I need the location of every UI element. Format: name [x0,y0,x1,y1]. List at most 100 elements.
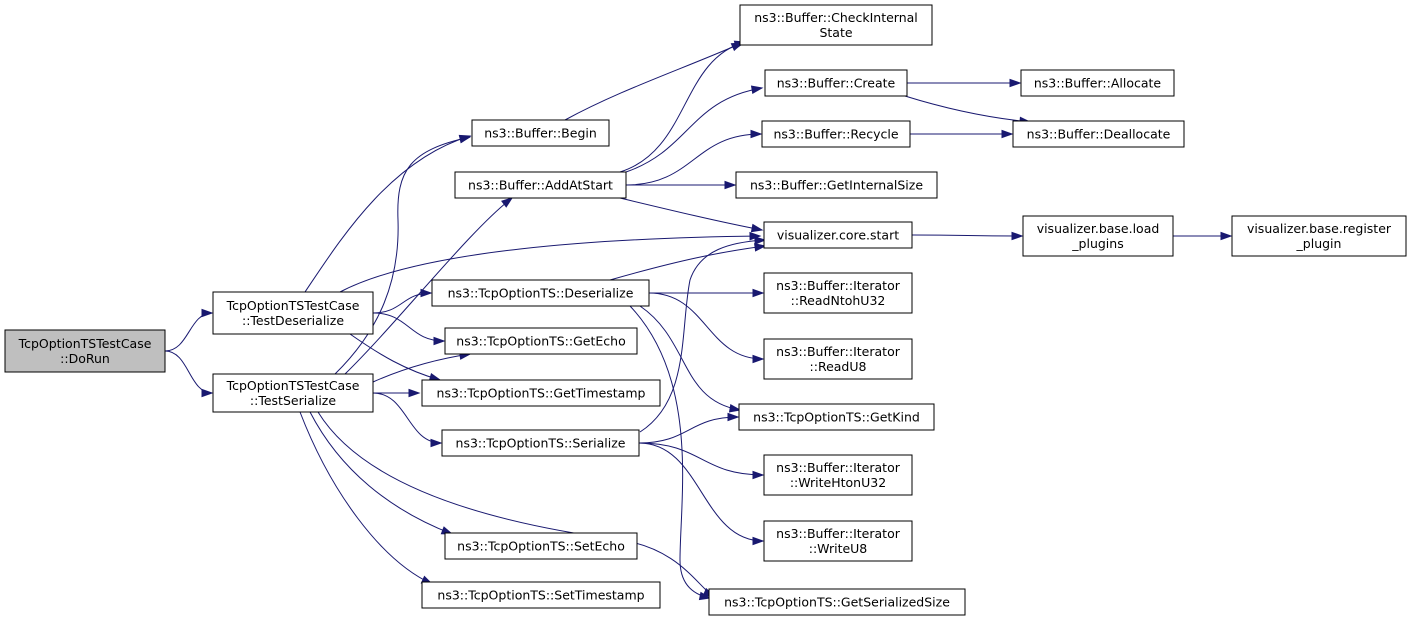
node-testser[interactable]: TcpOptionTSTestCase::TestSerialize [212,373,374,413]
node-label: ns3::TcpOptionTS::GetTimestamp [437,386,646,401]
edge-line [299,411,433,585]
node-box[interactable] [444,327,638,355]
node-deallocate[interactable]: ns3::Buffer::Deallocate [1012,120,1185,148]
node-writeu8[interactable]: ns3::Buffer::Iterator::WriteU8 [763,520,913,562]
node-label: ns3::Buffer::CheckInternal [754,10,918,25]
node-label: ns3::Buffer::Create [777,76,896,91]
edge-line [911,234,1023,237]
node-box[interactable] [212,291,374,335]
node-setecho[interactable]: ns3::TcpOptionTS::SetEcho [444,532,638,560]
node-vcorestart[interactable]: visualizer.core.start [763,221,913,249]
edge-line [339,235,761,293]
node-box[interactable] [763,520,913,562]
node-label: ns3::Buffer::Recycle [773,127,898,142]
node-box[interactable] [1012,120,1185,148]
edge-create-to-deallocate [904,95,1032,126]
node-box[interactable] [212,373,374,413]
node-label: TcpOptionTSTestCase [226,298,360,313]
node-box[interactable] [1022,215,1174,257]
node-serialize[interactable]: ns3::TcpOptionTS::Serialize [441,429,640,457]
node-box[interactable] [1231,215,1407,257]
arrow-head-icon [750,223,764,233]
node-label: visualizer.base.register [1247,221,1392,236]
node-loadplugins[interactable]: visualizer.base.load_plugins [1022,215,1174,257]
node-box[interactable] [421,379,661,407]
arrow-head-icon [458,135,472,144]
arrow-head-icon [750,129,763,139]
node-addatstart[interactable]: ns3::Buffer::AddAtStart [454,171,627,199]
node-label: ::WriteU8 [809,541,868,556]
edge-addatstart-to-create [625,85,764,173]
arrow-head-icon [754,236,767,245]
edge-testser-to-getecho [372,351,472,383]
edge-dorun-to-testdeser [164,308,214,352]
node-box[interactable] [763,272,913,314]
arrow-head-icon [420,288,433,298]
node-label: visualizer.core.start [777,228,899,243]
node-writehtonu32[interactable]: ns3::Buffer::Iterator::WriteHtonU32 [763,454,913,496]
node-label: ns3::Buffer::GetInternalSize [750,178,923,193]
arrow-head-icon [750,85,764,94]
node-label: ns3::Buffer::Iterator [776,344,901,359]
node-box[interactable] [738,403,935,431]
node-box[interactable] [763,221,913,249]
edge-addatstart-to-recycle [625,129,763,186]
node-label: ns3::TcpOptionTS::GetKind [753,410,920,425]
node-box[interactable] [1020,69,1175,97]
edge-line [344,197,513,375]
node-box[interactable] [763,454,913,496]
node-getserializedsize[interactable]: ns3::TcpOptionTS::GetSerializedSize [708,588,966,616]
edge-testser-to-settimestamp [299,411,434,585]
node-dorun[interactable]: TcpOptionTSTestCase::DoRun [4,329,166,373]
node-box[interactable] [471,119,610,147]
node-testdeser[interactable]: TcpOptionTSTestCase::TestDeserialize [212,291,374,335]
node-box[interactable] [735,171,938,199]
node-box[interactable] [739,4,933,46]
node-box[interactable] [444,532,638,560]
node-box[interactable] [764,69,908,97]
node-box[interactable] [431,279,650,307]
node-box[interactable] [761,120,911,148]
node-allocate[interactable]: ns3::Buffer::Allocate [1020,69,1175,97]
node-box[interactable] [763,338,913,380]
node-registerplugin[interactable]: visualizer.base.register_plugin [1231,215,1407,257]
node-label: ns3::TcpOptionTS::GetSerializedSize [724,595,950,610]
edge-deserialize-to-readntohu32 [648,288,765,298]
node-label: _plugins [1071,236,1123,251]
edge-testser-to-serialize [372,392,443,448]
arrow-head-icon [752,470,765,480]
node-getecho[interactable]: ns3::TcpOptionTS::GetEcho [444,327,638,355]
arrow-head-icon [430,438,443,448]
node-label: ns3::Buffer::Begin [484,126,597,141]
node-getkind[interactable]: ns3::TcpOptionTS::GetKind [738,403,935,431]
node-box[interactable] [421,581,661,609]
node-label: ::TestSerialize [250,393,336,408]
edge-testser-to-begin [334,135,472,375]
node-label: ns3::Buffer::Iterator [776,460,901,475]
node-gettimestamp[interactable]: ns3::TcpOptionTS::GetTimestamp [421,379,661,407]
node-settimestamp[interactable]: ns3::TcpOptionTS::SetTimestamp [421,581,661,609]
node-box[interactable] [708,588,966,616]
node-label: State [819,25,852,40]
arrow-head-icon [727,412,740,422]
node-label: TcpOptionTSTestCase [18,336,152,351]
node-readntohu32[interactable]: ns3::Buffer::Iterator::ReadNtohU32 [763,272,913,314]
node-begin[interactable]: ns3::Buffer::Begin [471,119,610,147]
edge-line [309,411,453,535]
node-deserialize[interactable]: ns3::TcpOptionTS::Deserialize [431,279,650,307]
node-box[interactable] [4,329,166,373]
edge-line [639,239,766,433]
node-create[interactable]: ns3::Buffer::Create [764,69,908,97]
edge-line [638,416,739,444]
node-label: ns3::TcpOptionTS::SetTimestamp [437,588,644,603]
node-getinternalsize[interactable]: ns3::Buffer::GetInternalSize [735,171,938,199]
node-label: ::TestDeserialize [242,313,344,328]
node-label: ::ReadU8 [810,359,867,374]
node-recycle[interactable]: ns3::Buffer::Recycle [761,120,911,148]
node-label: ns3::Buffer::Deallocate [1027,127,1171,142]
node-box[interactable] [454,171,627,199]
arrow-head-icon [728,404,742,413]
node-readu8[interactable]: ns3::Buffer::Iterator::ReadU8 [763,338,913,380]
node-box[interactable] [441,429,640,457]
